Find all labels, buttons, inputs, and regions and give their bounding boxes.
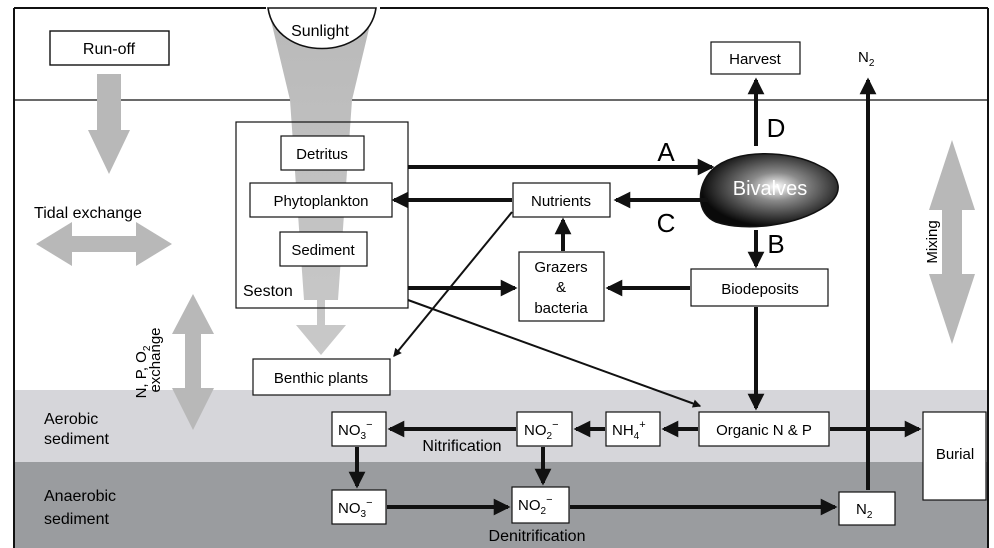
detritus-label: Detritus [296, 146, 348, 163]
mixing-arrow [929, 140, 975, 344]
no2-aerobic-label: NO2− [524, 419, 559, 442]
burial-label: Burial [936, 446, 974, 463]
runoff-box [49, 30, 170, 66]
organic-np-label: Organic N & P [716, 422, 812, 439]
benthic-plants-label: Benthic plants [274, 370, 368, 387]
biodeposits-label: Biodeposits [721, 281, 799, 298]
nh4-box [605, 411, 661, 447]
no3-aerobic-box [331, 411, 387, 447]
seston-label: Seston [243, 283, 293, 300]
harvest-box [710, 41, 801, 75]
tidal-exchange-arrow [36, 222, 172, 266]
n2-bottom-box [838, 491, 896, 526]
grazers-box [518, 251, 605, 322]
nutrients-box [512, 182, 611, 218]
pathway-b-label: B [767, 229, 784, 259]
organic-np-box [698, 411, 830, 447]
aerobic-label-line2: sediment [44, 431, 109, 448]
phytoplankton-label: Phytoplankton [273, 193, 368, 210]
pathway-c-label: C [657, 208, 676, 238]
n2-bottom-label: N2 [856, 501, 873, 521]
no3-anaerobic-label: NO3− [338, 497, 373, 520]
detritus-box [280, 135, 365, 171]
burial-box [922, 411, 987, 501]
grazers-label-line2: & [556, 279, 566, 296]
n2-top-label: N2 [858, 49, 875, 69]
pathway-a-label: A [657, 137, 675, 167]
pathway-d-label: D [767, 113, 786, 143]
bivalve-shape [699, 153, 839, 228]
arrow-nutrients-to-benthic-plants [393, 211, 513, 357]
aerobic-label-line1: Aerobic [44, 411, 98, 428]
runoff-label: Run-off [83, 41, 136, 58]
no3-anaerobic-box [331, 489, 387, 525]
no2-anaerobic-label: NO2− [518, 494, 553, 517]
exchange-arrow [172, 294, 214, 430]
exchange-label-line1: N, P, O2 [133, 345, 153, 398]
denitrification-label: Denitrification [489, 528, 586, 545]
seston-box [235, 121, 409, 309]
harvest-label: Harvest [729, 51, 782, 68]
sun-shape [267, 7, 377, 50]
sediment-label: Sediment [291, 242, 355, 259]
no2-anaerobic-box [511, 486, 570, 524]
nitrification-label: Nitrification [422, 438, 501, 455]
anaerobic-label-line1: Anaerobic [44, 488, 116, 505]
grazers-label-line3: bacteria [534, 300, 588, 317]
no2-aerobic-box [516, 411, 573, 447]
arrow-seston-to-organic [407, 299, 702, 408]
nh4-label: NH4+ [612, 419, 646, 442]
bivalves-label: Bivalves [733, 178, 807, 200]
tidal-exchange-label: Tidal exchange [34, 205, 142, 222]
grazers-label-line1: Grazers [534, 259, 587, 276]
nutrients-label: Nutrients [531, 193, 591, 210]
benthic-plants-box [252, 358, 391, 396]
sunlight-label: Sunlight [291, 23, 349, 40]
mixing-label: Mixing [924, 220, 941, 263]
exchange-label-line2: exchange [147, 327, 164, 392]
sediment-box [279, 231, 368, 267]
runoff-arrow [88, 74, 130, 174]
anaerobic-label-line2: sediment [44, 511, 109, 528]
sunlight-beam [268, 8, 374, 355]
no3-aerobic-label: NO3− [338, 419, 373, 442]
biodeposits-box [690, 268, 829, 307]
